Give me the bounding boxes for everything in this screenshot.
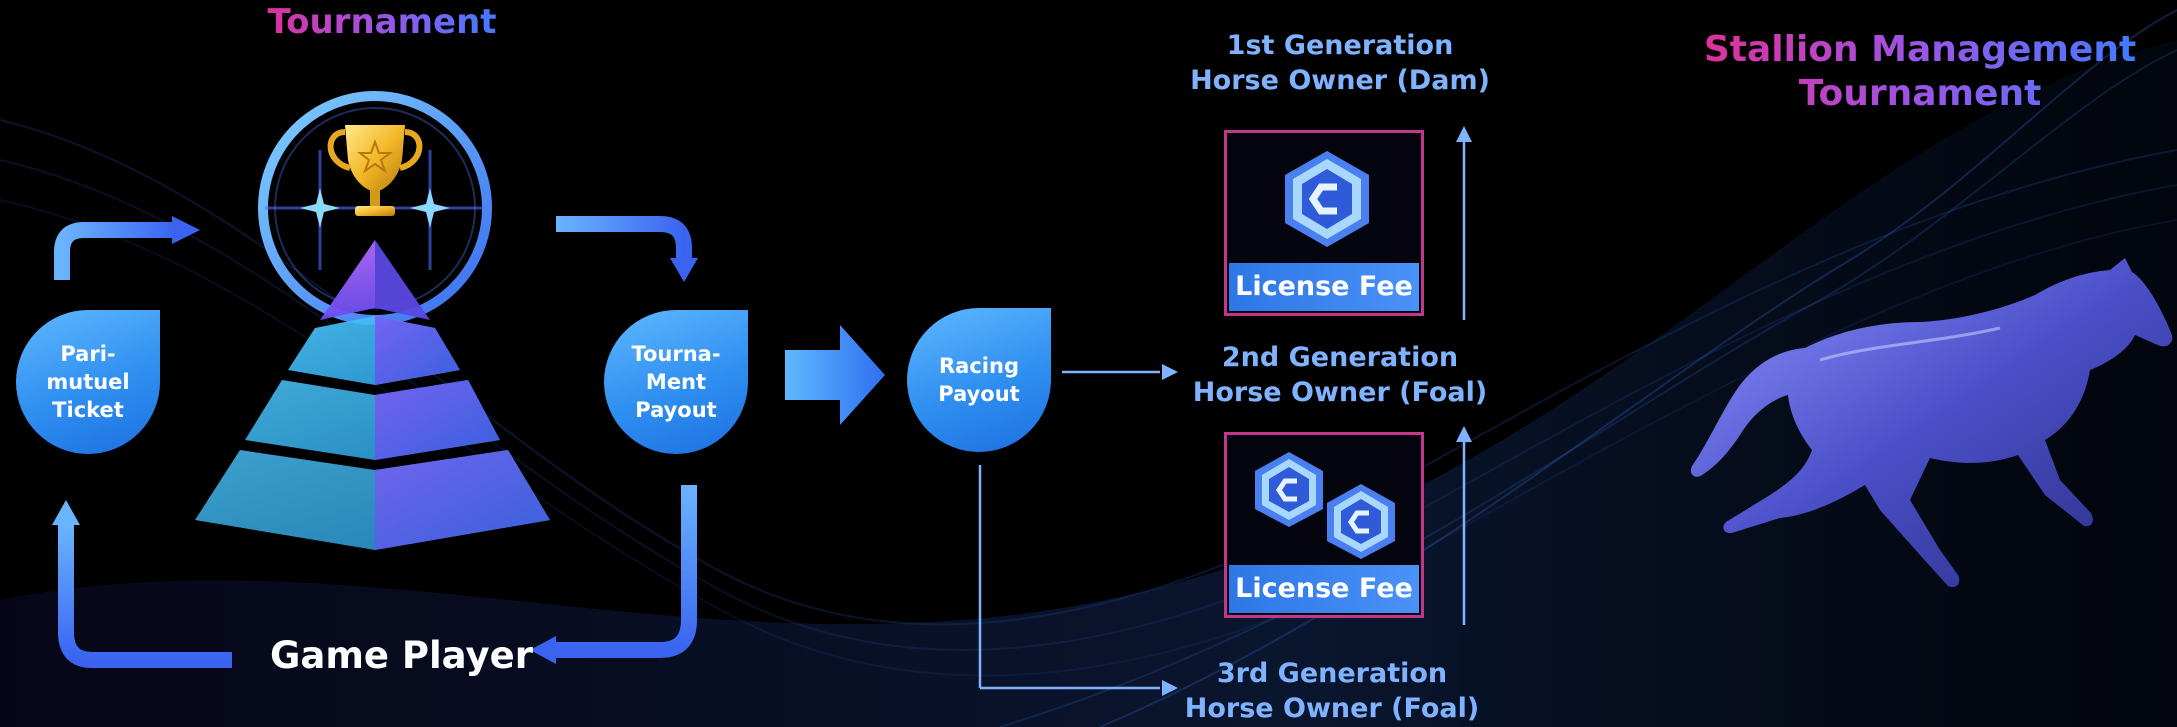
trophy-pyramid-illustration bbox=[195, 91, 550, 550]
ring-icon bbox=[258, 91, 492, 325]
racing-payout-line2: Payout bbox=[938, 382, 1020, 406]
racing-payout-line1: Racing bbox=[939, 354, 1019, 378]
generation-3-line2: Horse Owner (Foal) bbox=[1184, 693, 1480, 724]
generation-2-line2: Horse Owner (Foal) bbox=[1192, 377, 1488, 408]
arrow-icon bbox=[54, 216, 200, 280]
license-fee-box-2: License Fee bbox=[1224, 432, 1424, 618]
parimutuel-line2: mutuel bbox=[46, 370, 130, 394]
tournament-payout-node: Tourna- Ment Payout bbox=[604, 310, 748, 454]
arrow-icon bbox=[530, 485, 697, 664]
horse-icon bbox=[1690, 258, 2173, 588]
tournament-payout-line3: Payout bbox=[635, 398, 717, 422]
parimutuel-line3: Ticket bbox=[52, 398, 124, 422]
generation-1-line2: Horse Owner (Dam) bbox=[1190, 65, 1490, 96]
generation-1-line1: 1st Generation bbox=[1226, 30, 1454, 61]
generation-3-line1: 3rd Generation bbox=[1216, 658, 1448, 689]
arrow-icon bbox=[52, 500, 232, 668]
generation-3-label: 3rd Generation Horse Owner (Foal) bbox=[1162, 656, 1502, 726]
trophy-icon bbox=[327, 125, 423, 216]
stallion-title: Stallion Management Tournament bbox=[1700, 28, 2140, 116]
parimutuel-line1: Pari- bbox=[60, 342, 116, 366]
generation-2-label: 2nd Generation Horse Owner (Foal) bbox=[1170, 340, 1510, 410]
stallion-title-line1: Stallion Management bbox=[1700, 28, 2140, 72]
token-icon bbox=[1327, 484, 1395, 559]
big-arrow-icon bbox=[785, 325, 885, 425]
license-fee-label-2: License Fee bbox=[1229, 565, 1419, 613]
tournament-payout-line1: Tourna- bbox=[631, 342, 721, 366]
arrow-icon bbox=[556, 216, 698, 282]
tournament-title: Tournament bbox=[262, 0, 502, 44]
connector-lines bbox=[978, 126, 1472, 696]
generation-1-label: 1st Generation Horse Owner (Dam) bbox=[1170, 28, 1510, 98]
pyramid-icon bbox=[195, 240, 550, 550]
generation-2-line1: 2nd Generation bbox=[1221, 342, 1459, 373]
stallion-title-line2: Tournament bbox=[1700, 72, 2140, 116]
loop-arrows bbox=[52, 216, 698, 668]
token-icon bbox=[1255, 452, 1323, 527]
tournament-payout-line2: Ment bbox=[645, 370, 707, 394]
parimutuel-ticket-node: Pari- mutuel Ticket bbox=[16, 310, 160, 454]
game-player-label: Game Player bbox=[270, 634, 533, 677]
license-fee-box-1: License Fee bbox=[1224, 130, 1424, 316]
license-fee-label-1: License Fee bbox=[1229, 263, 1419, 311]
racing-payout-node: Racing Payout bbox=[907, 308, 1051, 452]
token-icon bbox=[1285, 151, 1369, 247]
